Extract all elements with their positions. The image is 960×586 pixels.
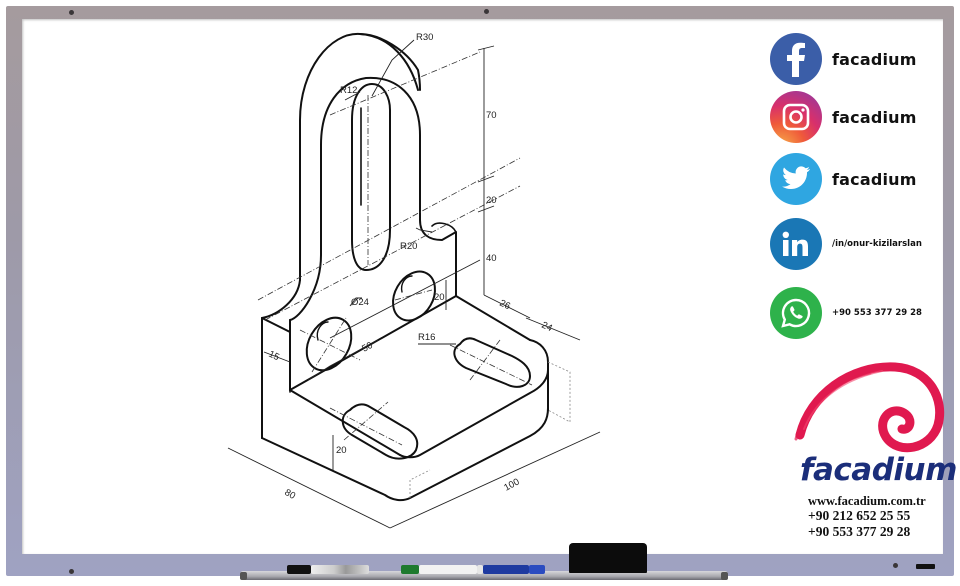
green-marker-cap[interactable]	[401, 565, 419, 574]
marker-tray	[240, 571, 728, 580]
linkedin-label: /in/onur-kizilarslan	[832, 239, 922, 249]
instagram-label: facadium	[832, 107, 917, 127]
frame-screw	[69, 10, 74, 15]
blue-marker[interactable]	[483, 565, 529, 574]
dim-15: 15	[267, 349, 281, 363]
dim-26: 26	[498, 298, 512, 312]
dim-50: 50	[360, 340, 375, 355]
green-marker[interactable]	[419, 565, 477, 574]
whatsapp-icon	[770, 287, 822, 339]
dim-20-base: 20	[336, 445, 347, 456]
whiteboard-brand-tag	[916, 564, 935, 569]
tray-end-cap	[721, 572, 728, 580]
dim-r16: R16	[418, 332, 435, 343]
social-facebook[interactable]: facadium	[770, 33, 950, 85]
facebook-label: facadium	[832, 49, 917, 69]
blue-marker-end[interactable]	[477, 565, 483, 574]
dim-20-hole: 20	[434, 292, 445, 303]
dim-d24: Ø24	[351, 297, 369, 308]
dim-40: 40	[486, 253, 497, 264]
dim-24: 24	[540, 320, 554, 334]
frame-screw	[69, 569, 74, 574]
social-twitter[interactable]: facadium	[770, 153, 950, 205]
dim-100: 100	[502, 476, 521, 493]
twitter-icon	[770, 153, 822, 205]
dim-20-top: 20	[486, 195, 497, 206]
social-instagram[interactable]: facadium	[770, 91, 950, 143]
dim-70: 70	[486, 110, 497, 121]
linkedin-icon	[770, 218, 822, 270]
eraser[interactable]	[569, 543, 647, 573]
brand-name: facadium	[800, 452, 957, 488]
social-linkedin[interactable]: /in/onur-kizilarslan	[770, 218, 950, 270]
dim-r12: R12	[340, 85, 357, 96]
dim-80: 80	[283, 487, 298, 502]
dim-r30: R30	[416, 32, 433, 43]
brand-phone-1: +90 212 652 25 55	[808, 508, 911, 523]
facadium-swirl-logo	[794, 362, 945, 453]
brand-website[interactable]: www.facadium.com.tr	[808, 494, 926, 508]
twitter-label: facadium	[832, 169, 917, 189]
frame-screw	[893, 563, 898, 568]
brand-phone-2: +90 553 377 29 28	[808, 524, 911, 539]
whatsapp-label: +90 553 377 29 28	[832, 308, 922, 318]
blue-marker-cap[interactable]	[529, 565, 545, 574]
black-marker-cap[interactable]	[287, 565, 311, 574]
tray-end-cap	[240, 572, 247, 580]
black-marker[interactable]	[311, 565, 369, 574]
facebook-icon	[770, 33, 822, 85]
instagram-icon	[770, 91, 822, 143]
social-whatsapp[interactable]: +90 553 377 29 28	[770, 287, 950, 339]
frame-screw	[484, 9, 489, 14]
dim-r20: R20	[400, 241, 417, 252]
